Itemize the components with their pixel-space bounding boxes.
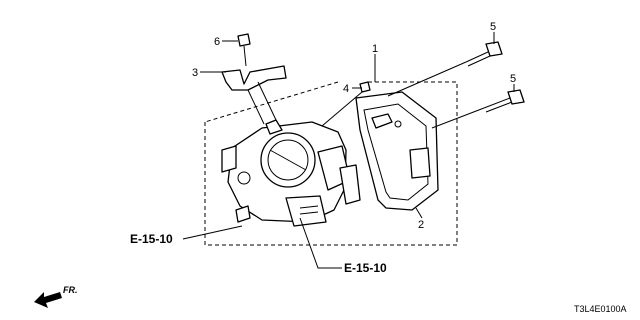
callout-5-lower: 5: [510, 73, 516, 85]
callout-4: 4: [343, 83, 349, 95]
throttle-body-part: [221, 119, 361, 227]
direction-label: FR.: [63, 285, 78, 295]
bracket-part: [221, 65, 287, 125]
callout-2: 2: [418, 219, 424, 231]
leader-lines: [182, 32, 515, 269]
assembly-boundary: [204, 81, 458, 246]
callout-3: 3: [192, 67, 198, 79]
diagram-code: T3L4E0100A: [574, 304, 627, 314]
callout-1: 1: [372, 43, 378, 55]
reference-label-left: E-15-10: [130, 232, 173, 246]
front-direction-arrow-icon: [34, 292, 62, 308]
reference-label-bottom: E-15-10: [344, 261, 387, 275]
cover-gasket-part: [355, 91, 439, 211]
bolt-4-part: [359, 81, 371, 93]
callout-5-upper: 5: [490, 21, 496, 33]
bolt-5-upper-part: [465, 41, 503, 67]
bolt-5-lower-part: [483, 89, 525, 113]
bolt-6-part: [237, 33, 251, 67]
callout-6: 6: [214, 36, 220, 48]
